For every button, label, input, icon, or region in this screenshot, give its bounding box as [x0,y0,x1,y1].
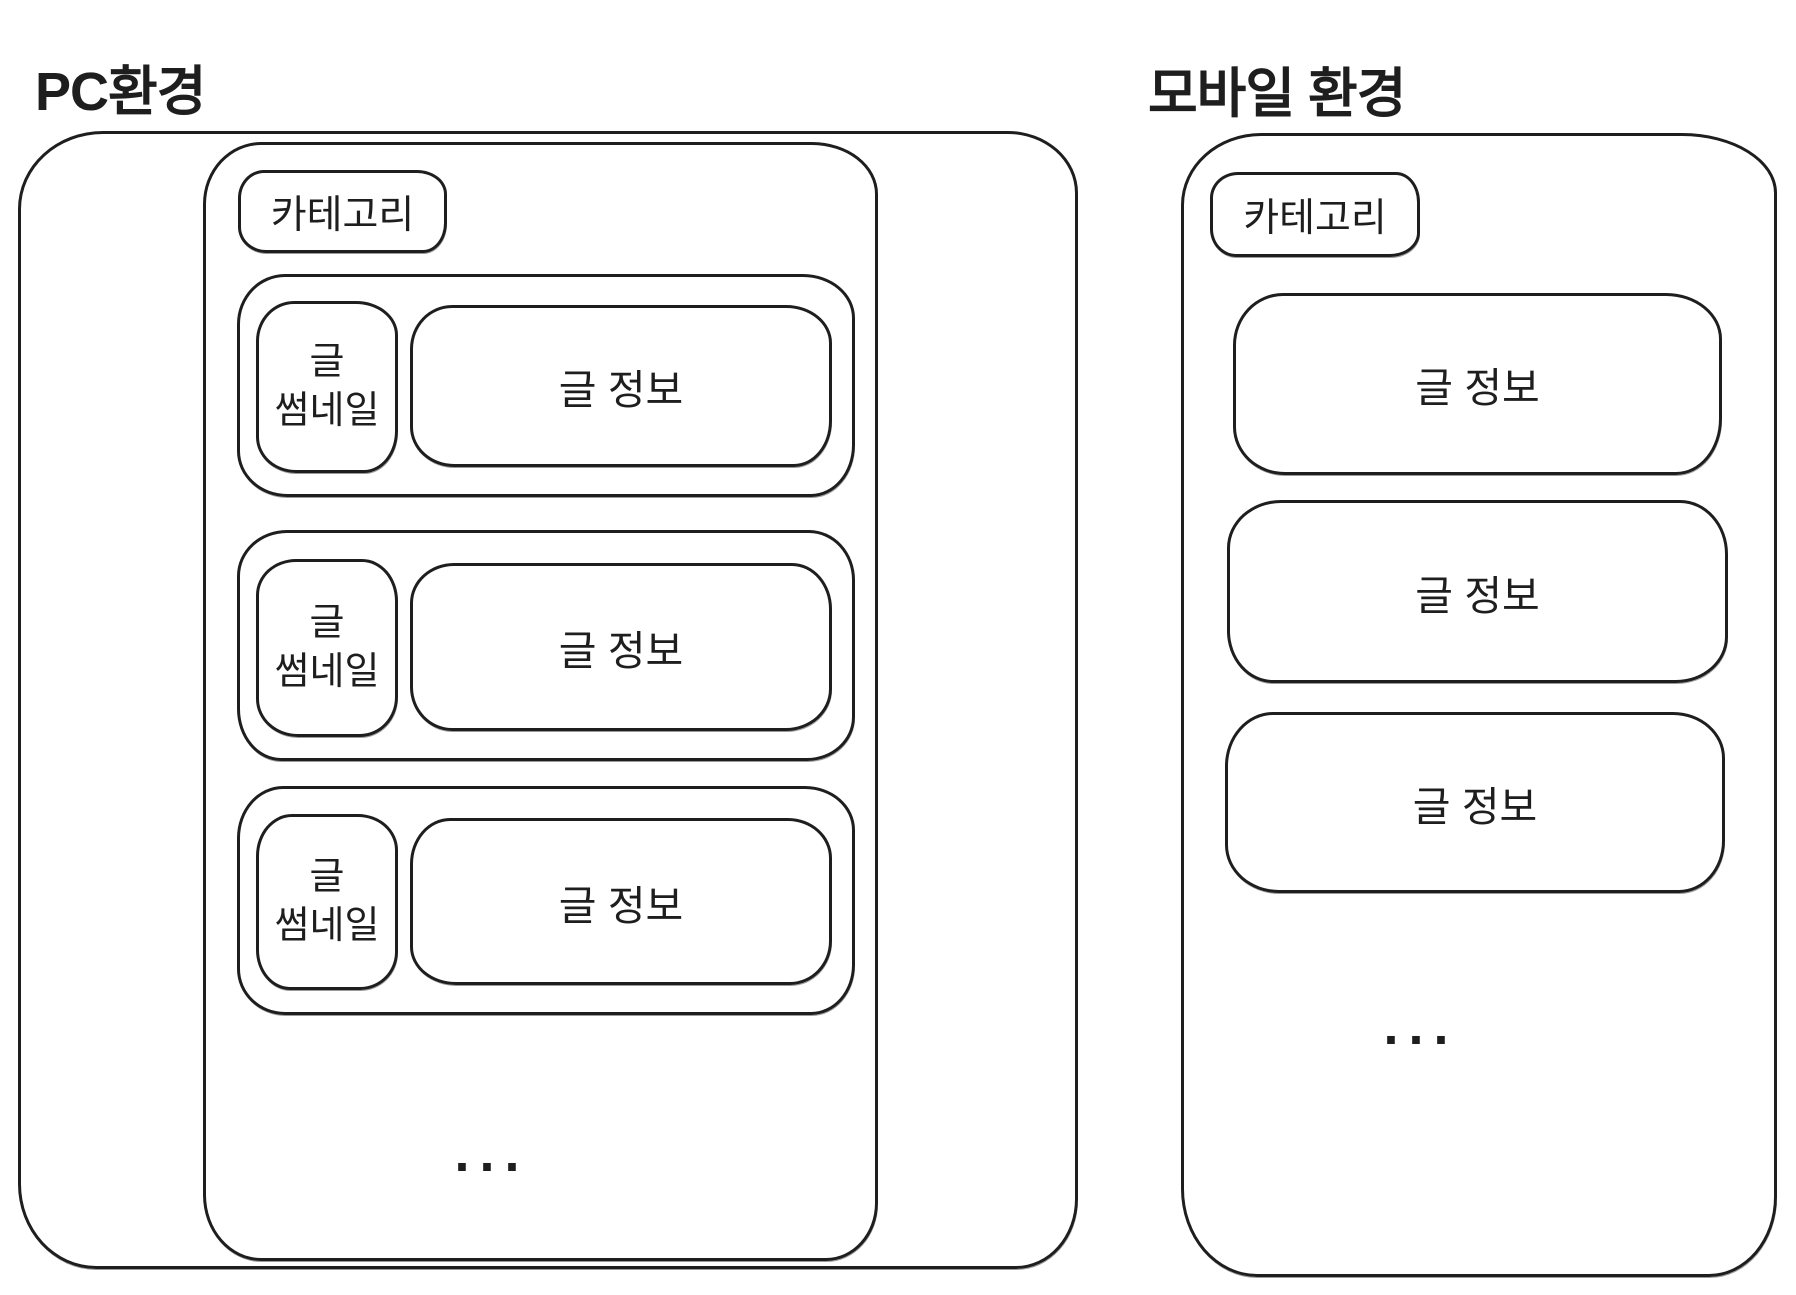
pc-post-thumbnail-label-line2: 썸네일 [274,905,380,947]
mobile-post-info-box: 글 정보 [1227,500,1728,683]
pc-category-label: 카테고리 [270,193,415,237]
pc-list-container: 카테고리 글 썸네일 글 정보 글 썸네일 글 정보 [203,142,878,1261]
mobile-more-indicator: ... [1383,996,1459,1056]
mobile-category-box: 카테고리 [1210,172,1420,257]
pc-environment-title: PC환경 [35,61,206,122]
mobile-outer-frame: 카테고리 글 정보 글 정보 글 정보 ... [1181,133,1777,1277]
pc-post-thumbnail-box: 글 썸네일 [256,301,398,473]
pc-post-info-label: 글 정보 [558,367,684,413]
mobile-post-info-label: 글 정보 [1415,365,1540,411]
pc-post-info-box: 글 정보 [410,563,832,731]
mobile-environment-title: 모바일 환경 [1148,63,1406,124]
mobile-post-info-label: 글 정보 [1415,572,1540,619]
mobile-post-info-box: 글 정보 [1233,293,1722,475]
pc-post-info-box: 글 정보 [410,305,832,467]
pc-post-thumbnail-box: 글 썸네일 [256,814,398,990]
pc-post-row: 글 썸네일 글 정보 [237,530,855,761]
pc-post-info-label: 글 정보 [558,882,684,929]
pc-post-thumbnail-label-line1: 글 [309,856,345,899]
pc-post-thumbnail-label-line1: 글 [309,341,345,384]
pc-post-info-label: 글 정보 [558,628,684,674]
mobile-post-info-label: 글 정보 [1412,783,1538,830]
pc-more-indicator: ... [454,1123,530,1183]
pc-post-info-box: 글 정보 [410,818,832,985]
pc-post-thumbnail-label-line2: 썸네일 [274,390,380,432]
pc-post-thumbnail-label-line2: 썸네일 [274,651,380,693]
pc-post-thumbnail-label-line1: 글 [309,602,345,645]
mobile-post-info-box: 글 정보 [1225,712,1725,893]
pc-post-row: 글 썸네일 글 정보 [237,786,855,1015]
mobile-category-label: 카테고리 [1243,196,1387,240]
pc-post-thumbnail-box: 글 썸네일 [256,559,398,737]
pc-post-row: 글 썸네일 글 정보 [237,274,855,497]
pc-category-box: 카테고리 [238,170,447,253]
pc-outer-frame: 카테고리 글 썸네일 글 정보 글 썸네일 글 정보 [18,131,1078,1269]
